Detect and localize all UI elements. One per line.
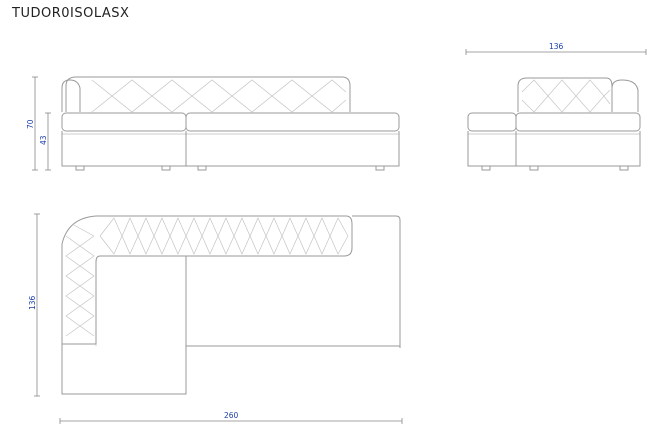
dim-height-seat: 43 <box>39 135 48 145</box>
drawing-title: TUDOR0ISOLASX <box>12 6 130 21</box>
plan-view <box>61 215 401 395</box>
dim-plan-depth: 136 <box>28 295 37 310</box>
plan-top-tufting <box>99 217 349 255</box>
dim-height-total: 70 <box>26 119 35 129</box>
side-tufting <box>521 79 611 113</box>
front-tufting <box>91 79 347 113</box>
plan-arm-tufting <box>65 223 95 337</box>
dim-plan-width: 260 <box>224 411 239 420</box>
plan-dimension-lines <box>34 213 403 424</box>
dim-side-width: 136 <box>549 42 564 51</box>
side-dimension-line <box>465 49 647 55</box>
front-dimension-lines <box>32 76 51 171</box>
side-view <box>467 77 641 171</box>
front-view <box>61 76 400 171</box>
